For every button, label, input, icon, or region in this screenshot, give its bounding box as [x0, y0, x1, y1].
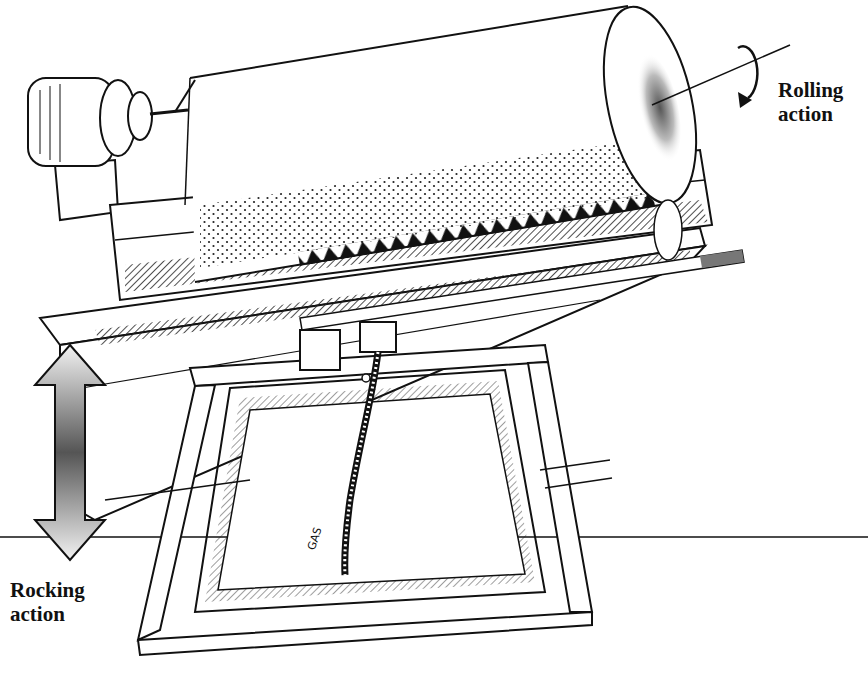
action-label: Rocking action	[10, 578, 105, 626]
action-label: Rolling action	[778, 78, 863, 126]
